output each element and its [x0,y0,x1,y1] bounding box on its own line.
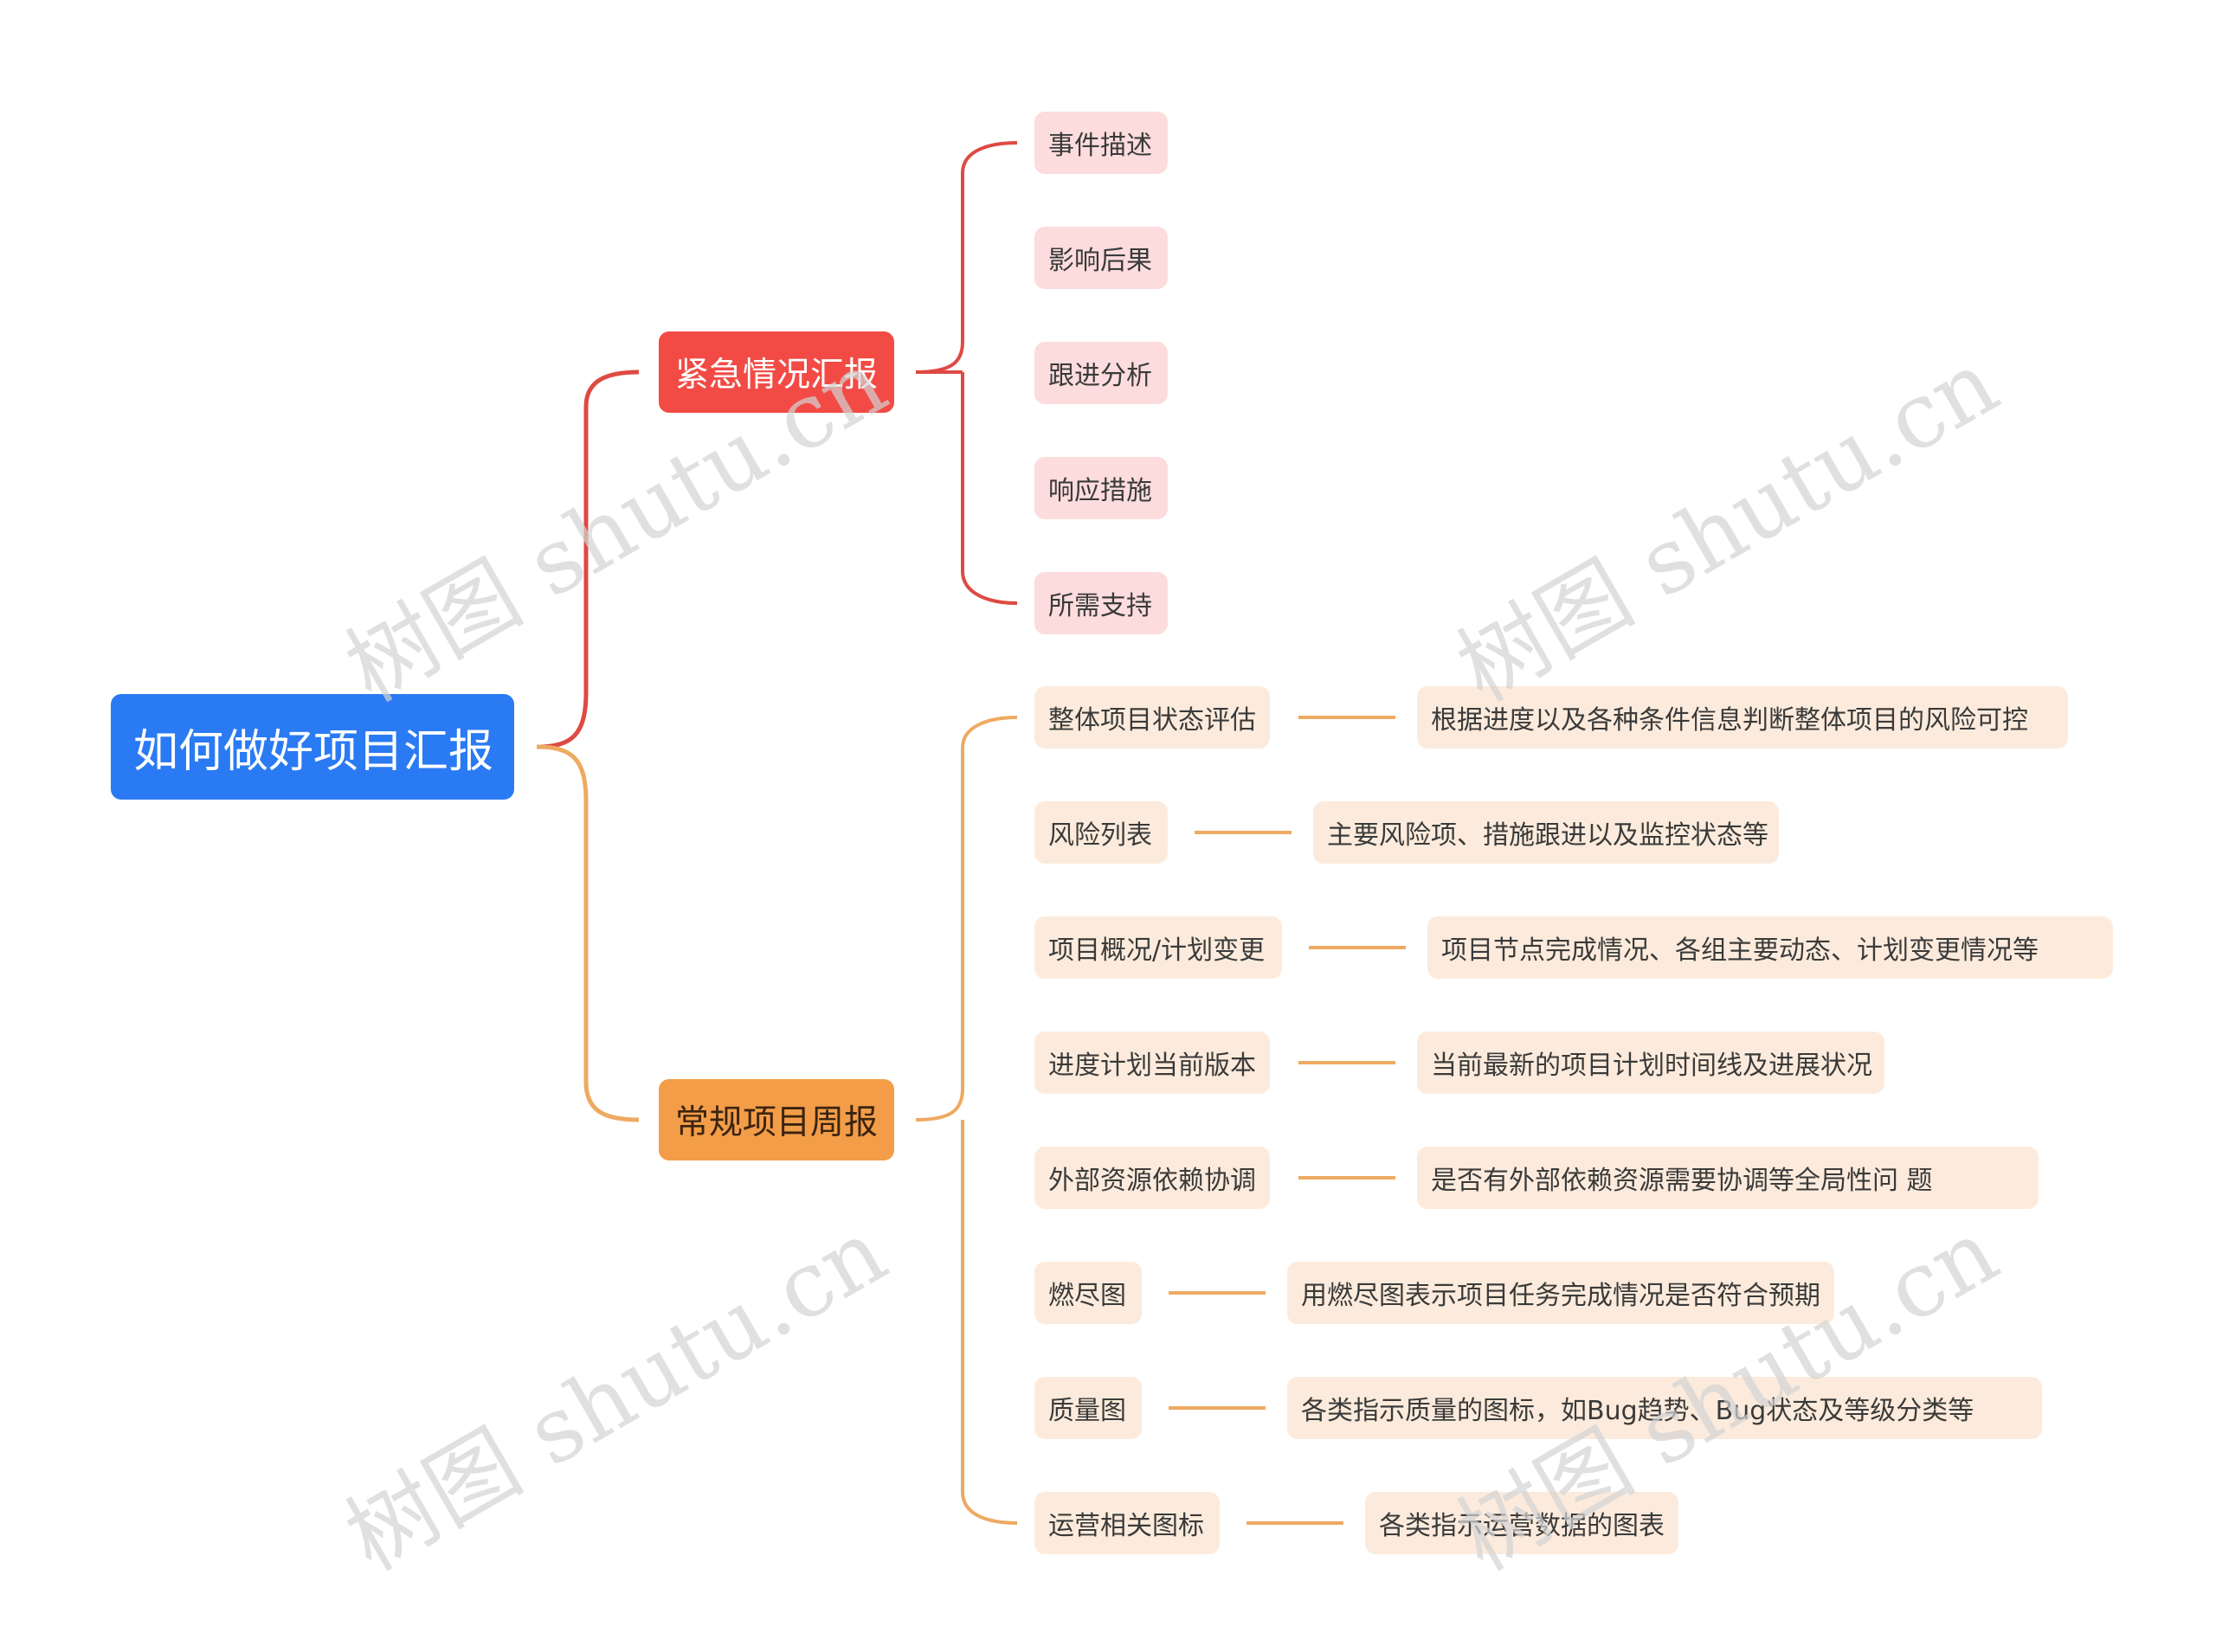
weekly-item-detail[interactable]: 项目节点完成情况、各组主要动态、计划变更情况等 [1427,916,2113,979]
weekly-item[interactable]: 运营相关图标 [1034,1492,1220,1554]
branch-urgent-label: 紧急情况汇报 [674,356,878,395]
weekly-item-label: 进度计划当前版本 [1048,1051,1256,1081]
weekly-item[interactable]: 进度计划当前版本 [1034,1032,1270,1094]
weekly-detail-text: 是否有外部依赖资源需要协调等全局性问 题 [1431,1166,1933,1196]
branch-urgent-report[interactable]: 紧急情况汇报 [659,331,894,413]
weekly-item-label: 项目概况/计划变更 [1048,935,1266,966]
weekly-item-detail[interactable]: 当前最新的项目计划时间线及进展状况 [1417,1032,1884,1094]
weekly-item[interactable]: 燃尽图 [1034,1262,1142,1324]
weekly-item[interactable]: 风险列表 [1034,801,1168,864]
weekly-item-label: 整体项目状态评估 [1048,705,1256,736]
weekly-detail-text: 各类指示质量的图标，如Bug趋势、Bug状态及等级分类等 [1301,1396,1974,1426]
connector-root-urgent [536,370,640,749]
weekly-detail-text: 各类指示运营数据的图表 [1379,1511,1665,1541]
urgent-item-label: 跟进分析 [1048,361,1152,391]
urgent-item-label: 事件描述 [1048,131,1152,161]
weekly-item-label: 燃尽图 [1048,1281,1126,1311]
urgent-item[interactable]: 跟进分析 [1034,342,1168,404]
weekly-item[interactable]: 项目概况/计划变更 [1034,916,1282,979]
weekly-detail-text: 项目节点完成情况、各组主要动态、计划变更情况等 [1441,935,2039,966]
weekly-item-label: 外部资源依赖协调 [1048,1166,1256,1196]
urgent-item[interactable]: 所需支持 [1034,572,1168,634]
weekly-detail-text: 用燃尽图表示项目任务完成情况是否符合预期 [1301,1281,1820,1311]
weekly-item-detail[interactable]: 各类指示质量的图标，如Bug趋势、Bug状态及等级分类等 [1287,1377,2042,1439]
urgent-item-label: 影响后果 [1048,246,1152,276]
urgent-item-label: 响应措施 [1048,476,1152,506]
weekly-detail-text: 主要风险项、措施跟进以及监控状态等 [1327,820,1768,851]
urgent-item[interactable]: 事件描述 [1034,112,1168,174]
weekly-item-detail[interactable]: 主要风险项、措施跟进以及监控状态等 [1313,801,1779,864]
connector-weekly-trunk [915,716,1018,1525]
weekly-detail-text: 当前最新的项目计划时间线及进展状况 [1431,1051,1872,1081]
weekly-item-label: 运营相关图标 [1048,1511,1204,1541]
weekly-item-detail[interactable]: 各类指示运营数据的图表 [1365,1492,1678,1554]
urgent-item[interactable]: 影响后果 [1034,227,1168,289]
weekly-item-detail[interactable]: 用燃尽图表示项目任务完成情况是否符合预期 [1287,1262,1834,1324]
weekly-item-detail[interactable]: 是否有外部依赖资源需要协调等全局性问 题 [1417,1147,2039,1209]
weekly-item-detail[interactable]: 根据进度以及各种条件信息判断整体项目的风险可控 [1417,686,2068,749]
weekly-detail-text: 根据进度以及各种条件信息判断整体项目的风险可控 [1431,705,2028,736]
weekly-item[interactable]: 质量图 [1034,1377,1142,1439]
weekly-item-label: 风险列表 [1048,820,1152,851]
connector-root-weekly [536,744,640,1122]
weekly-item[interactable]: 整体项目状态评估 [1034,686,1270,749]
urgent-item[interactable]: 响应措施 [1034,457,1168,519]
weekly-item[interactable]: 外部资源依赖协调 [1034,1147,1270,1209]
root-node[interactable]: 如何做好项目汇报 [111,694,514,800]
root-label: 如何做好项目汇报 [133,725,494,778]
branch-weekly-label: 常规项目周报 [674,1103,878,1142]
weekly-item-label: 质量图 [1048,1396,1126,1426]
branch-weekly-report[interactable]: 常规项目周报 [659,1079,894,1160]
urgent-item-label: 所需支持 [1048,591,1152,621]
connector-urgent-trunk [915,141,1018,605]
